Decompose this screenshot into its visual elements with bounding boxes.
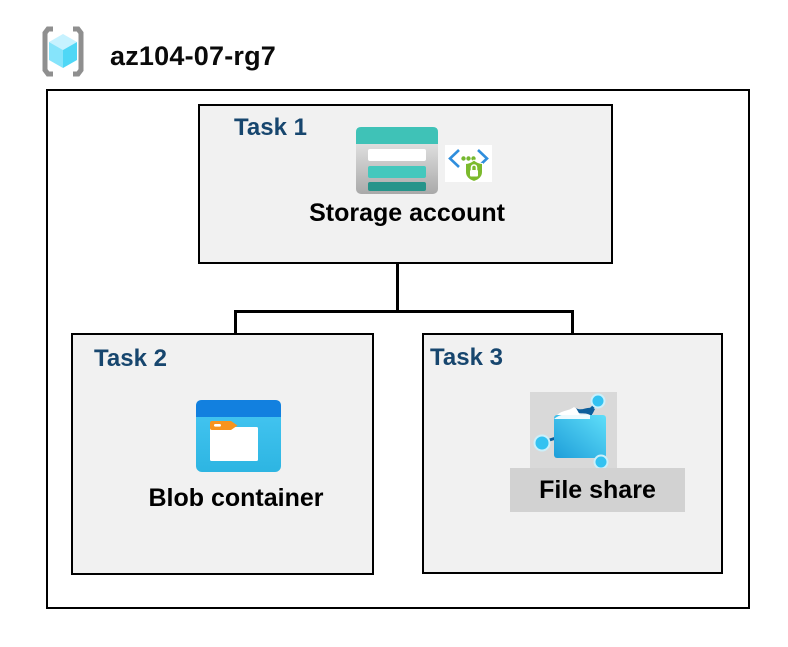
task3-label: Task 3	[430, 344, 503, 371]
file-share-icon	[533, 393, 609, 468]
blob-container-icon	[196, 400, 281, 472]
file-share-label: File share	[539, 476, 656, 504]
resource-group-name: az104-07-rg7	[110, 41, 276, 71]
storage-account-label: Storage account	[309, 199, 505, 227]
file-share-label-panel: File share	[510, 468, 685, 512]
connector-storage-down	[396, 235, 399, 312]
task1-label: Task 1	[234, 114, 307, 141]
secure-access-icon	[445, 145, 492, 182]
blob-container-label: Blob container	[148, 484, 324, 512]
resource-group-icon	[42, 26, 84, 77]
task2-label: Task 2	[94, 345, 167, 372]
storage-account-icon	[356, 127, 438, 194]
connector-horizontal	[234, 310, 574, 313]
